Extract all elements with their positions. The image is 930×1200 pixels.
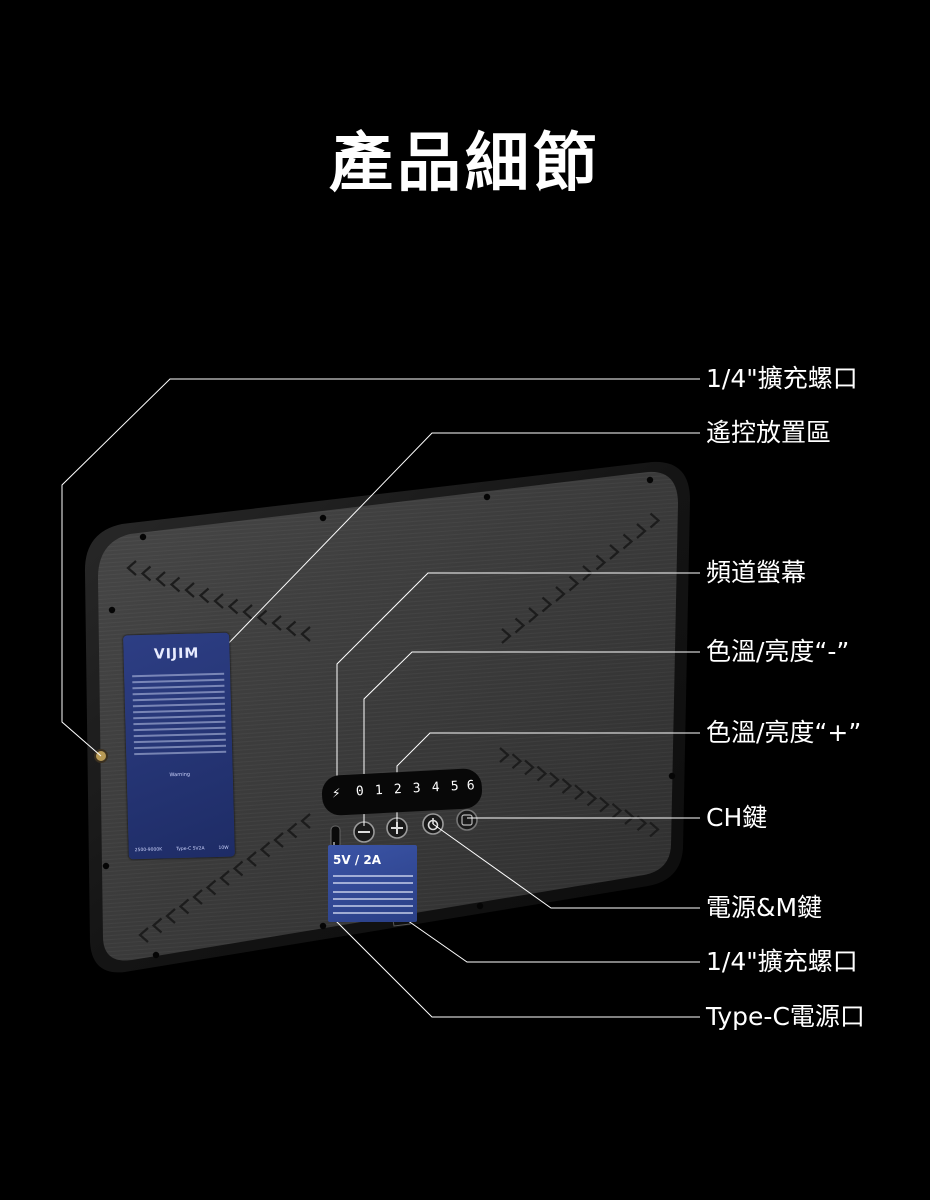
screw-hole: [476, 902, 484, 910]
vent-slot: [499, 747, 510, 763]
vent-slot: [227, 598, 239, 615]
channel-digit: 5: [450, 779, 460, 795]
vent-slot: [219, 870, 230, 886]
vent-slot: [178, 898, 190, 915]
vent-slot: [568, 575, 580, 592]
vent-slot: [184, 582, 195, 598]
sticker-warning: Warning: [169, 771, 191, 779]
channel-digit: 4: [431, 780, 441, 796]
vent-slot: [549, 771, 560, 788]
instruction-sticker: VIJIM Warning 2500-9000K Type-C 5V2A 10W: [123, 632, 235, 860]
callout-type-c: Type-C電源口: [706, 1002, 865, 1031]
vent-slot: [300, 626, 311, 642]
vent-slot: [586, 790, 598, 807]
channel-digit: 0: [355, 784, 365, 800]
vent-slot: [636, 523, 647, 539]
callout-channel-screen: 頻道螢幕: [706, 558, 807, 587]
callout-remote-slot: 遙控放置區: [706, 418, 832, 447]
callout-power-m-key: 電源&M鍵: [706, 893, 823, 922]
vent-slot: [624, 809, 635, 825]
vent-slot: [511, 753, 523, 770]
vent-slot: [242, 604, 253, 620]
power-bolt-icon: ⚡: [331, 785, 341, 802]
channel-digit: 2: [393, 782, 403, 798]
vent-slot: [140, 565, 152, 582]
screw-hole: [152, 951, 160, 959]
power-rating-label: 5V / 2A: [333, 853, 382, 867]
screw-hole: [319, 514, 327, 522]
vent-slot: [138, 927, 149, 943]
vent-slot: [524, 759, 535, 776]
vent-slot: [192, 889, 203, 905]
vent-slot: [541, 596, 553, 613]
vent-slot: [599, 796, 610, 813]
vent-slot: [595, 554, 607, 571]
channel-digit: 6: [466, 778, 475, 794]
channel-screen: ⚡ 0 1 2 3 4 5 6: [321, 767, 483, 817]
vent-slot: [622, 533, 634, 550]
vent-slot: [198, 587, 210, 604]
vent-slot: [271, 615, 282, 631]
vent-slot: [169, 576, 181, 593]
vent-slot: [528, 607, 539, 623]
screw-hole: [483, 493, 491, 501]
ch-button: [456, 809, 478, 831]
vent-slot: [232, 860, 244, 877]
vent-slot: [155, 571, 166, 587]
sticker-spec-power: 10W: [218, 845, 229, 852]
vent-slot: [649, 512, 661, 529]
sticker-spec-input: Type-C 5V2A: [176, 846, 205, 853]
vent-slot: [611, 802, 623, 819]
vent-slot: [561, 778, 573, 794]
vent-slot: [285, 620, 297, 637]
vent-slot: [259, 841, 271, 858]
screw-hole: [319, 922, 327, 930]
vent-slot: [151, 917, 163, 934]
vent-slot: [300, 813, 311, 829]
vent-slot: [501, 628, 512, 644]
channel-digit: 1: [374, 783, 384, 799]
callout-mount-top: 1/4"擴充螺口: [706, 364, 858, 393]
vent-slot: [536, 765, 548, 782]
screw-hole: [102, 862, 110, 870]
callout-ct-plus: 色溫/亮度“+”: [706, 718, 862, 747]
screw-hole: [139, 533, 147, 541]
vent-slot: [126, 560, 137, 576]
vent-slot: [555, 586, 566, 602]
sticker-spec-cct: 2500-9000K: [134, 847, 163, 854]
vent-slot: [246, 851, 257, 867]
vent-slot: [636, 815, 648, 832]
vent-slot: [574, 784, 585, 801]
screw-hole: [668, 772, 676, 780]
vent-slot: [205, 879, 217, 896]
callout-ct-minus: 色溫/亮度“-”: [706, 637, 850, 666]
vent-slot: [256, 609, 268, 626]
power-sticker: 5V / 2A: [328, 845, 417, 922]
brand-logo: VIJIM: [153, 645, 200, 663]
vent-slot: [609, 544, 620, 560]
channel-digit: 3: [412, 781, 422, 797]
vent-slot: [165, 908, 176, 924]
vent-slot: [514, 617, 526, 634]
vent-slot: [213, 593, 224, 609]
mounting-holes: [102, 476, 676, 959]
screw-hole: [108, 606, 116, 614]
sticker-specs: 2500-9000K Type-C 5V2A 10W: [135, 846, 229, 853]
callout-ch-key: CH鍵: [706, 803, 768, 832]
page-title: 產品細節: [329, 127, 601, 201]
vent-slot: [286, 822, 298, 839]
callout-mount-bottom: 1/4"擴充螺口: [706, 947, 858, 976]
vent-slot: [649, 821, 660, 838]
vent-slots: [126, 512, 661, 943]
screw-hole: [646, 476, 654, 484]
vent-slot: [273, 832, 284, 848]
sticker-fine-print: [132, 672, 227, 759]
